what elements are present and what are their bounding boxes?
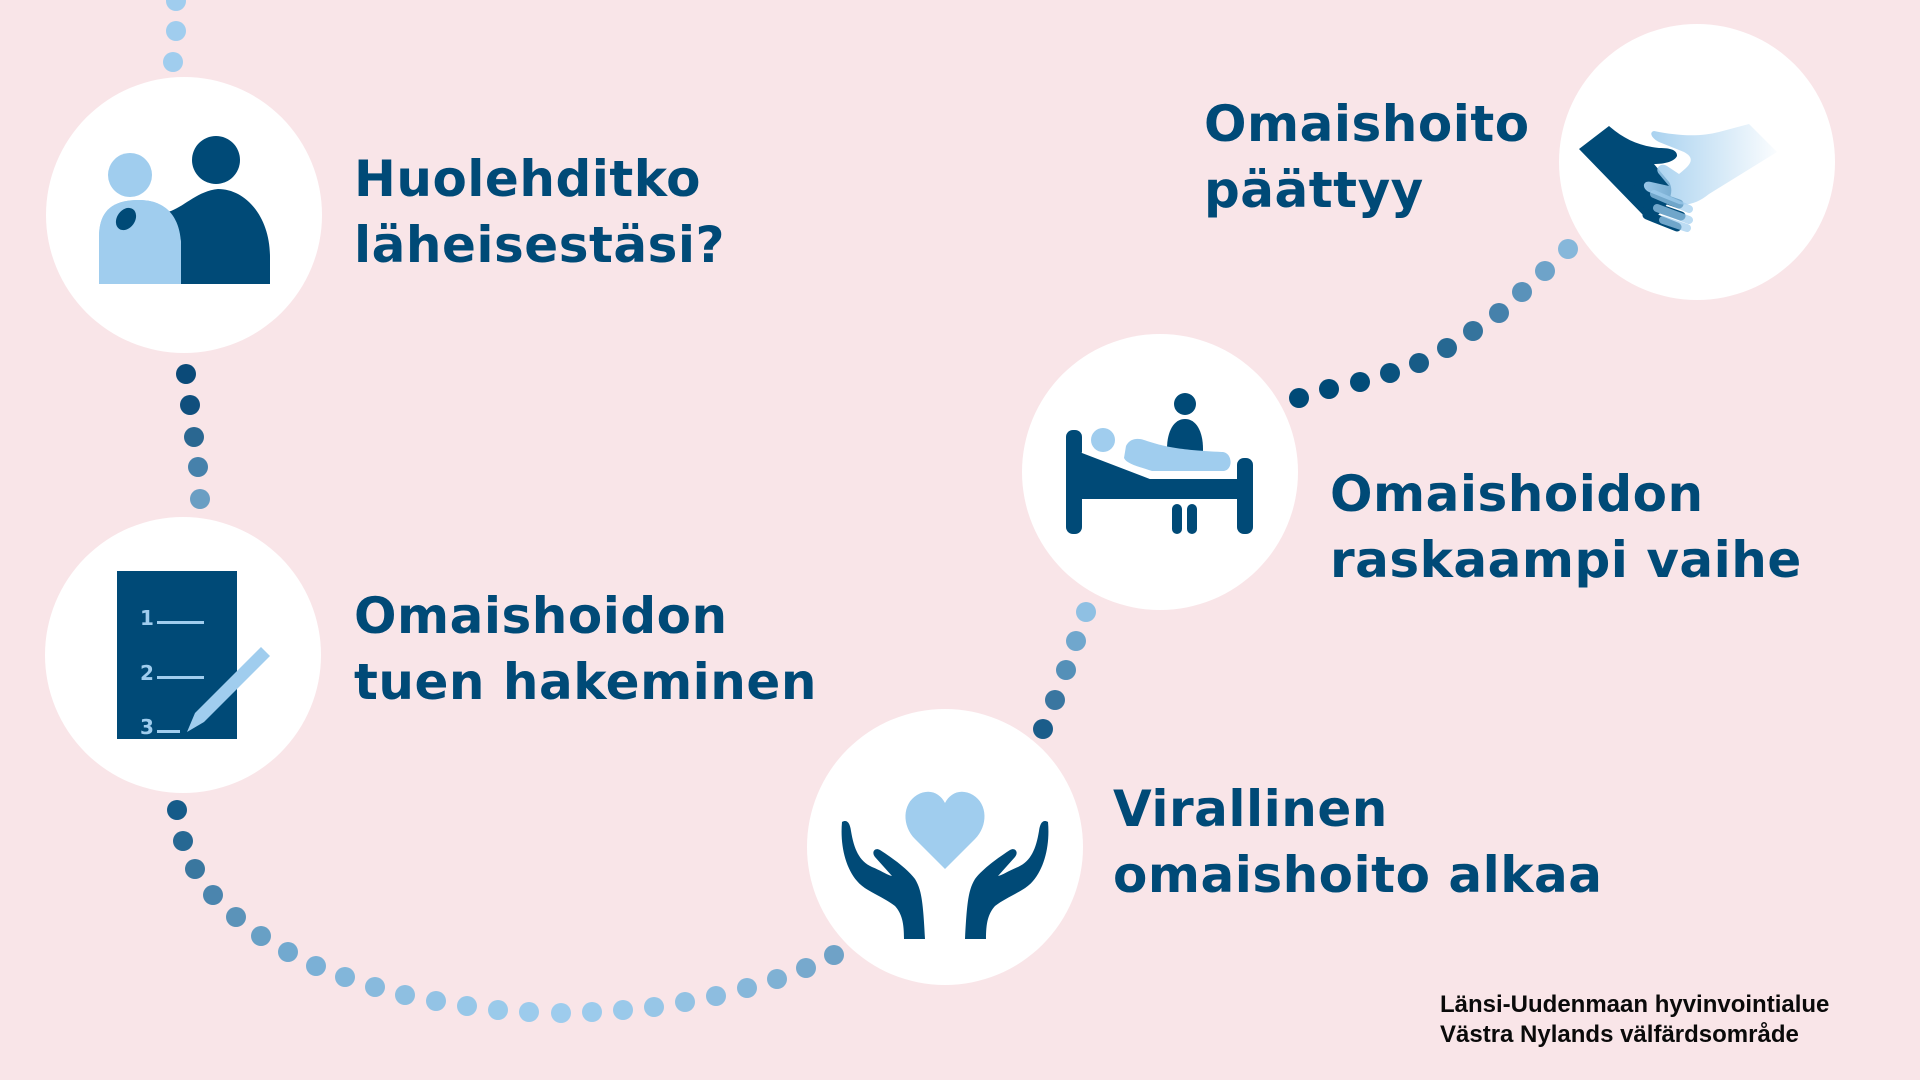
svg-text:2: 2 bbox=[140, 661, 154, 685]
step-4-circle bbox=[1022, 334, 1298, 610]
step-3-label: Virallinen omaishoito alkaa bbox=[1113, 780, 1603, 904]
svg-text:1: 1 bbox=[140, 606, 154, 630]
organization-name-fi: Länsi-Uudenmaan hyvinvointialue bbox=[1440, 991, 1830, 1018]
hands-heart-icon bbox=[841, 791, 1049, 939]
step-1-label: Huolehditko läheisestäsi? bbox=[354, 150, 726, 274]
step-5-label: Omaishoito päättyy bbox=[1204, 95, 1530, 219]
organization-name-sv: Västra Nylands välfärdsområde bbox=[1440, 1021, 1799, 1048]
step-1-circle bbox=[46, 77, 322, 353]
caregiver-bed-icon bbox=[1066, 393, 1253, 534]
handshake-fading-icon bbox=[1579, 124, 1777, 232]
step-5-circle bbox=[1559, 24, 1835, 300]
checklist-pen-icon: 1 2 3 bbox=[117, 571, 270, 739]
step-2-label: Omaishoidon tuen hakeminen bbox=[354, 587, 817, 711]
step-2-circle: 1 2 3 bbox=[45, 517, 321, 793]
svg-text:3: 3 bbox=[140, 715, 154, 739]
dots-step1-to-step2 bbox=[176, 364, 210, 509]
step-4-label: Omaishoidon raskaampi vaihe bbox=[1330, 465, 1802, 589]
dots-step2-to-step3 bbox=[167, 800, 844, 1023]
dots-top-entry bbox=[163, 0, 186, 72]
people-embrace-icon bbox=[99, 136, 271, 284]
organization-footer: Länsi-Uudenmaan hyvinvointialue Västra N… bbox=[1440, 990, 1829, 1050]
dots-step3-to-step4 bbox=[1033, 602, 1096, 739]
step-3-circle bbox=[807, 709, 1083, 985]
dots-step4-to-step5 bbox=[1289, 239, 1578, 408]
